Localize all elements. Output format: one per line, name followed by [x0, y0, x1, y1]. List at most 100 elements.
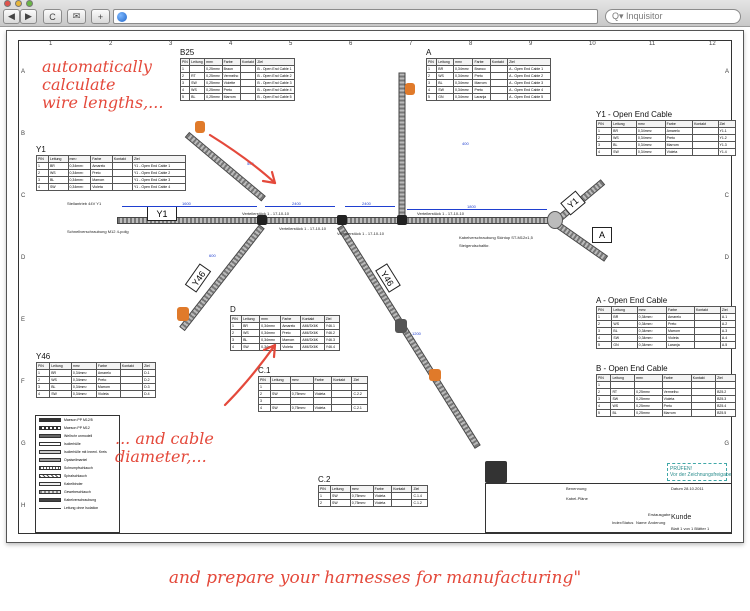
annotation-wire-lengths: automatically calculate wire lengths,...	[42, 57, 164, 112]
table-cell: 0,25mm²	[204, 93, 223, 101]
legend-item: Schrumpfschlauch	[36, 464, 119, 472]
dimension-value: 1200	[412, 331, 421, 336]
address-bar[interactable]	[113, 9, 598, 24]
minimize-window-button[interactable]	[15, 0, 22, 7]
title-block-cell: Kunde	[671, 514, 692, 521]
dimension-line	[407, 209, 547, 210]
splitter-connector[interactable]	[257, 215, 267, 225]
column-number: 9	[529, 41, 533, 47]
title-block-cell: Kabel-Pläne	[566, 496, 588, 501]
d-connector[interactable]	[395, 319, 407, 333]
title-block-cell: Erstausgabe	[648, 512, 671, 517]
legend-item: Kabelverschraubung	[36, 496, 119, 504]
title-block-cell: Blatt 1 von 1 Blätter 1	[671, 526, 710, 531]
table-cell	[119, 390, 144, 398]
column-number: 12	[709, 41, 716, 47]
table-cell: Laranja	[665, 341, 695, 349]
column-number: 2	[109, 41, 113, 47]
table-cell	[239, 93, 257, 101]
table-cell: AMI/3X6K	[300, 343, 325, 351]
annotation-cable-diameter: ... and cable diameter,...	[115, 429, 214, 466]
column-number: 3	[169, 41, 173, 47]
table-cell: 0,34mm²	[636, 341, 667, 349]
b25-connector[interactable]	[195, 121, 205, 133]
column-number: 7	[409, 41, 413, 47]
table-cell: 5	[595, 409, 612, 417]
table-cell: 4	[595, 148, 613, 156]
column-number: 10	[589, 41, 596, 47]
table-cell	[690, 409, 717, 417]
title-block: Benennung Kabel-Pläne Datum 28.10.2011 K…	[485, 483, 732, 533]
dimension-value: 400	[462, 141, 469, 146]
close-window-button[interactable]	[4, 0, 11, 7]
cable-gland[interactable]	[547, 211, 563, 229]
table-cell	[391, 499, 413, 507]
column-number: 5	[289, 41, 293, 47]
legend-item: Isolierhülle	[36, 440, 119, 448]
splitter-connector[interactable]	[337, 215, 347, 225]
table-title-y46: Y46	[36, 352, 51, 361]
drawing-frame: 1 2 3 4 5 6 7 8 9 10 11 12 A B C D E F G…	[18, 40, 732, 534]
table-cell: 0,34mm²	[67, 183, 92, 191]
legend-item: Opaiseilmantel	[36, 456, 119, 464]
row-letter: D	[724, 255, 729, 261]
dimension-value: 2400	[362, 201, 371, 206]
arrow-to-table-d	[223, 343, 277, 407]
table-cell: 4	[36, 183, 49, 191]
back-button[interactable]: ◀	[3, 9, 20, 24]
row-letter: D	[21, 255, 26, 261]
reload-button[interactable]: C	[43, 9, 62, 24]
part-note: Verteilerstück 1 - 17-10-10	[242, 211, 289, 216]
table-title-b25: B25	[180, 48, 195, 57]
title-block-cell: Name	[636, 520, 647, 525]
table-cell: Y1.4	[717, 148, 737, 156]
zoom-window-button[interactable]	[26, 0, 33, 7]
c2-connector[interactable]	[485, 461, 507, 483]
table-title-d: D	[230, 305, 236, 314]
table-cell	[489, 93, 509, 101]
dimension-line	[345, 206, 395, 207]
new-tab-button[interactable]: +	[91, 9, 110, 24]
search-field[interactable]: Q▾ Inquisitor	[605, 9, 741, 24]
review-stamp: PRÜFEN! Vor der Zeichnungsfreigabe	[667, 463, 731, 481]
legend-item: Gewebeschlauch	[36, 488, 119, 496]
part-note: Steigendschaltkr.	[459, 243, 490, 248]
y46-connector[interactable]	[177, 307, 189, 321]
table-title-a: A	[426, 48, 432, 57]
c1-connector[interactable]	[429, 369, 441, 381]
row-letter: E	[21, 317, 26, 323]
legend-panel: Maeson PP M12/5 Maeson PP M12 Wellrohr u…	[35, 415, 120, 533]
table-title-y1: Y1	[36, 145, 46, 154]
splitter-connector[interactable]	[397, 215, 407, 225]
a-connector[interactable]	[405, 83, 415, 95]
table-cell: 5	[595, 341, 613, 349]
connector-label-a: A	[592, 227, 612, 243]
forward-button[interactable]: ▶	[20, 9, 37, 24]
share-button[interactable]: ✉	[67, 9, 86, 24]
table-cell: C.2.1	[351, 404, 368, 412]
drawing-sheet: 1 2 3 4 5 6 7 8 9 10 11 12 A B C D E F G…	[6, 30, 744, 543]
reload-icon: C	[49, 11, 56, 22]
title-block-cell: Änderung	[648, 520, 666, 525]
table-title-b-open: B - Open End Cable	[596, 364, 668, 373]
column-number: 6	[349, 41, 353, 47]
table-cell: 0,34mm²	[70, 390, 97, 398]
forward-arrow-icon: ▶	[25, 11, 32, 21]
part-note: Verteilerstück 1 - 17-10-10	[417, 211, 464, 216]
table-cell: A - Open End Cable 5	[507, 93, 551, 101]
row-letter: F	[21, 379, 25, 385]
